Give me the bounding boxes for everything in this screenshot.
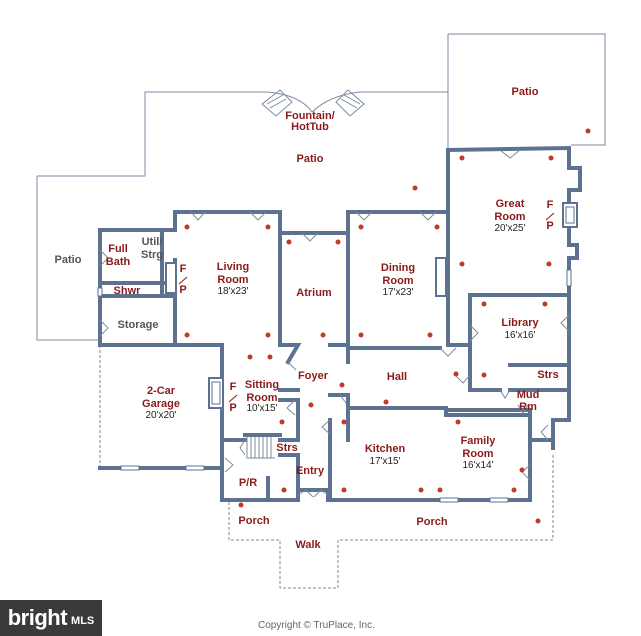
interior-walls [98,208,571,502]
label-library: Library [501,317,539,329]
label-living-room: Living [217,261,249,273]
label-strs-right: Strs [537,369,558,381]
dim-living-room: 18'x23' [217,286,248,297]
label-walk: Walk [295,539,321,551]
label-storage: Storage [118,319,159,331]
label-dining-room: Dining [381,262,415,274]
label-dining-room-2: Room [382,275,413,287]
outlet-dots [184,128,591,524]
label-strg: Strg [141,249,163,261]
label-patio-center: Patio [297,153,324,165]
label-porch-right: Porch [416,516,447,528]
label-garage-2: Garage [142,398,180,410]
patio-outlines [36,33,606,341]
fp-sitting-2: P [229,402,236,414]
label-shwr: Shwr [114,285,142,297]
label-kitchen: Kitchen [365,443,406,455]
porch-outline [99,345,554,589]
label-great-room: Great [496,198,525,210]
label-foyer: Foyer [298,370,329,382]
room-labels: Patio Fountain/ HotTub Patio Patio Great… [55,86,559,551]
fp-great-2: P [546,220,553,232]
dim-dining-room: 17'x23' [382,287,413,298]
fp-great: F [547,199,554,211]
label-mud-rm-2: Rm [519,401,537,413]
fp-living: F [180,263,187,275]
fountain-icon [261,89,365,117]
label-living-room-2: Room [217,274,248,286]
label-full-bath-2: Bath [106,256,131,268]
label-sitting-room: Sitting [245,379,279,391]
label-family-room-2: Room [462,448,493,460]
logo-suffix: MLS [71,615,95,627]
dim-family-room: 16'x14' [462,460,493,471]
label-garage: 2-Car [147,385,176,397]
label-util: Util/ [142,236,163,248]
logo-text: bright [7,605,68,630]
fireplace-icon [165,202,578,409]
dim-library: 16'x16' [504,330,535,341]
label-full-bath: Full [108,243,128,255]
bright-mls-logo: bright MLS [0,600,102,636]
label-pr: P/R [239,477,257,489]
label-patio-top-right: Patio [512,86,539,98]
dim-sitting-room: 10'x15' [246,403,277,414]
dim-garage: 20'x20' [145,410,176,421]
windows [97,269,572,503]
label-mud-rm: Mud [517,389,540,401]
label-atrium: Atrium [296,287,332,299]
label-entry: Entry [296,465,325,477]
dim-great-room: 20'x25' [494,223,525,234]
label-porch-left: Porch [238,515,269,527]
label-hall: Hall [387,371,407,383]
label-strs-center: Strs [276,442,297,454]
label-great-room-2: Room [494,211,525,223]
doors [99,149,570,498]
copyright-text: Copyright © TruPlace, Inc. [258,620,375,631]
dim-kitchen: 17'x15' [369,456,400,467]
label-fountain: Fountain/ [285,110,335,122]
label-patio-left: Patio [55,254,82,266]
label-hottub: HotTub [291,121,329,133]
label-family-room: Family [461,435,497,447]
fp-sitting: F [230,381,237,393]
stairs-icon [246,437,275,459]
fp-living-2: P [179,284,186,296]
label-sitting-room-2: Room [246,392,277,404]
